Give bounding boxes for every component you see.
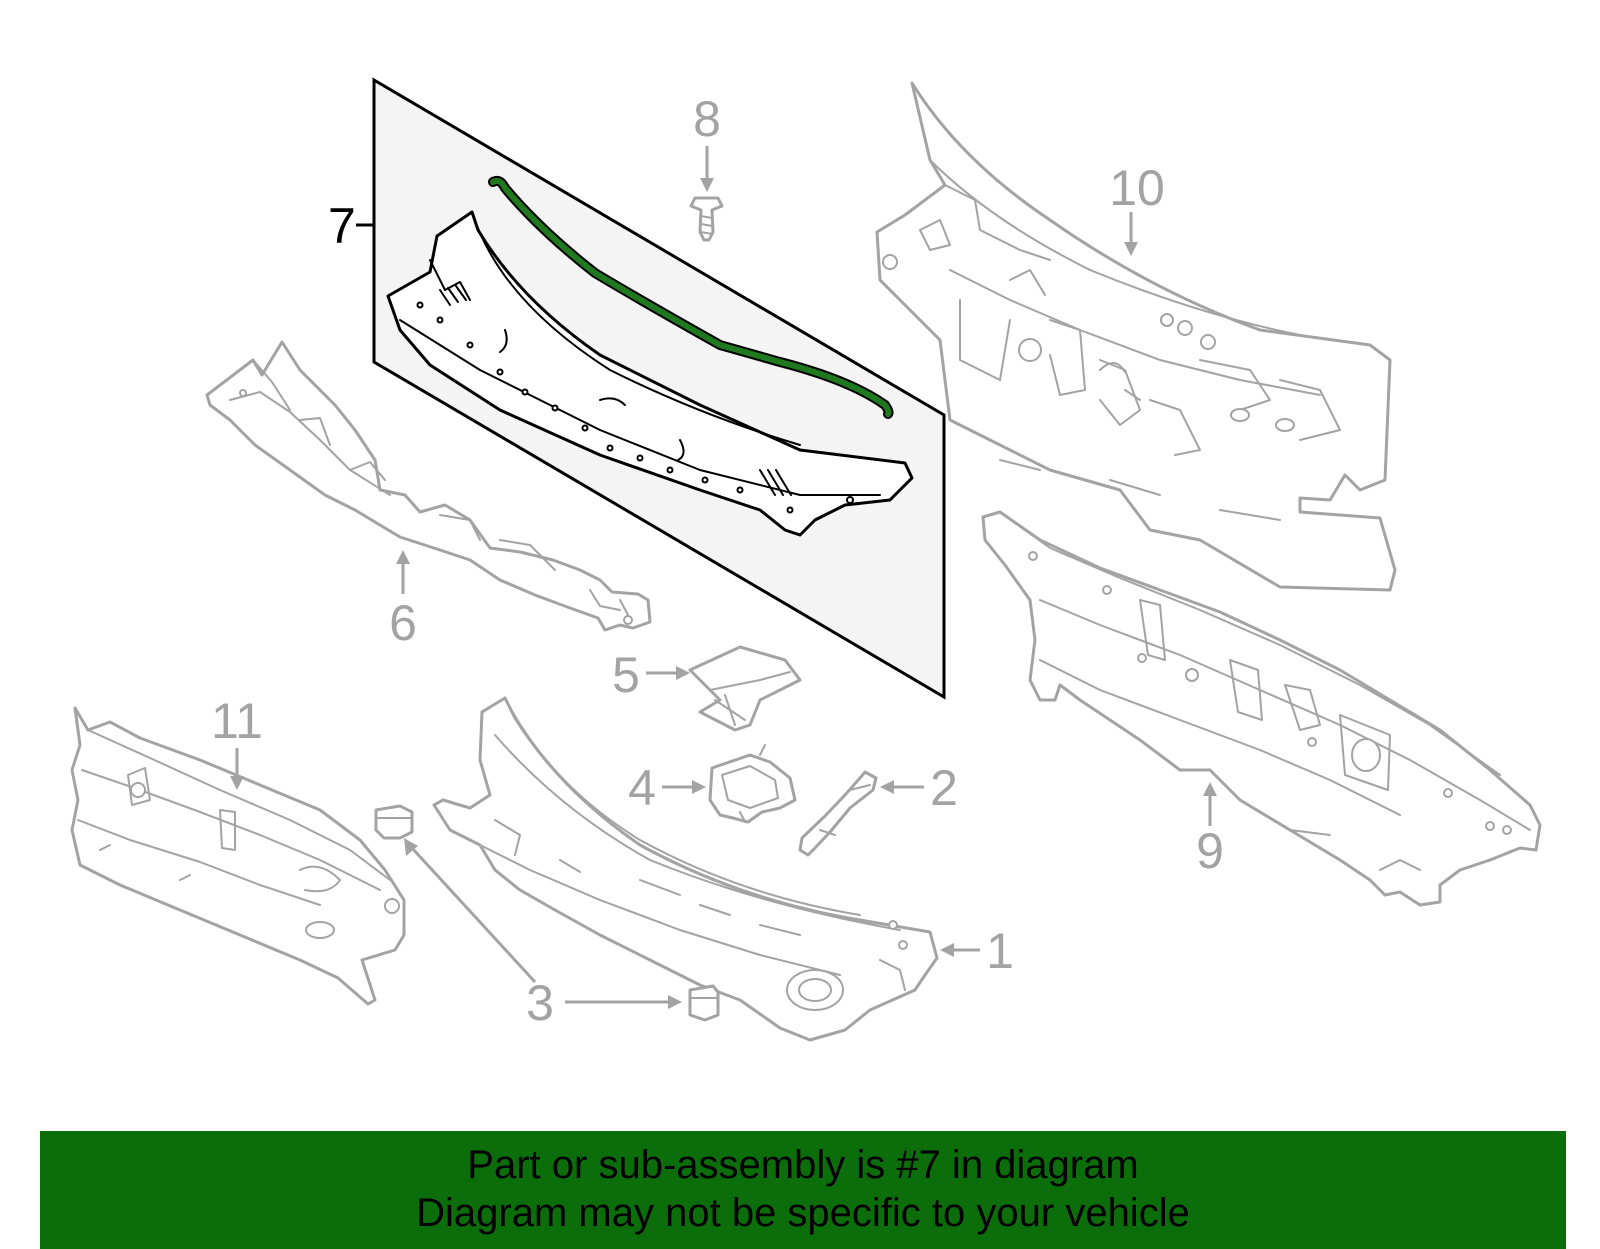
callout-11: 11 bbox=[211, 693, 263, 749]
part-9-reinforcement[interactable] bbox=[981, 510, 1542, 907]
callout-3-leader-a bbox=[410, 846, 537, 984]
callout-2: 2 bbox=[930, 760, 958, 816]
part-3-clip-a[interactable] bbox=[374, 804, 414, 840]
part-3-clip-b[interactable] bbox=[688, 984, 720, 1022]
part-8-clip[interactable] bbox=[689, 196, 724, 242]
part-2-bracket[interactable] bbox=[798, 770, 878, 857]
callout-4: 4 bbox=[628, 760, 656, 816]
callout-8: 8 bbox=[693, 91, 721, 147]
part-11-dash-panel[interactable] bbox=[70, 706, 406, 1006]
part-6-bracket[interactable] bbox=[205, 340, 652, 632]
banner-line-2: Diagram may not be specific to your vehi… bbox=[416, 1191, 1190, 1235]
part-7-cowl-grille[interactable] bbox=[386, 210, 914, 537]
callout-1: 1 bbox=[986, 923, 1014, 979]
part-1-cowl-panel[interactable] bbox=[432, 696, 939, 1042]
callout-10: 10 bbox=[1109, 160, 1165, 216]
callout-9: 9 bbox=[1196, 823, 1224, 879]
part-5-plate[interactable] bbox=[688, 645, 802, 732]
part-10-dash-panel[interactable] bbox=[875, 81, 1397, 592]
callout-5: 5 bbox=[612, 647, 640, 703]
part-4-duct[interactable] bbox=[708, 744, 797, 824]
callout-3: 3 bbox=[526, 975, 554, 1031]
banner-line-1: Part or sub-assembly is #7 in diagram bbox=[467, 1143, 1139, 1187]
callout-6: 6 bbox=[389, 595, 417, 651]
disclaimer-banner: Part or sub-assembly is #7 in diagram Di… bbox=[40, 1131, 1566, 1249]
callout-7: 7 bbox=[328, 198, 356, 254]
